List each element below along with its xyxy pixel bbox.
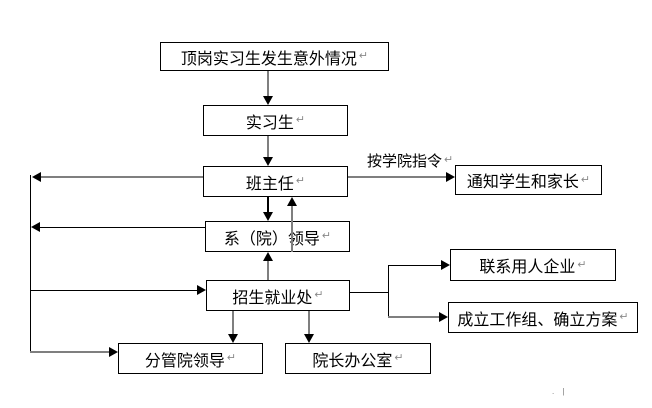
left-rail-line (30, 175, 31, 352)
arrowhead-down-icon (263, 96, 273, 105)
node-vp: 分管院领导↵ (118, 343, 263, 374)
node-notify: 通知学生和家长↵ (455, 165, 602, 195)
node-office-label: 院长办公室 (312, 352, 393, 370)
edge-admissions-branch-stem (350, 292, 388, 293)
node-intern-label: 实习生 (245, 114, 294, 132)
return-mark-icon: ↵ (577, 258, 587, 271)
return-mark-icon: ↵ (394, 352, 404, 364)
edge-branch-to-contact (388, 265, 441, 266)
return-mark-icon: ↵ (295, 175, 306, 187)
arrowhead-right-icon (439, 312, 448, 322)
edge-left-rail-to-admissions (30, 290, 197, 291)
edge-label-instruction-text: 按学院指令 (367, 153, 443, 170)
arrowhead-left-icon (32, 172, 41, 182)
node-office: 院长办公室↵ (285, 343, 431, 374)
return-mark-icon: ↵ (580, 173, 591, 186)
edge-dept-to-left-rail (40, 227, 205, 228)
edge-left-rail-to-vp (30, 351, 109, 353)
return-mark-icon: ↵ (295, 114, 306, 126)
arrowhead-right-icon (441, 260, 450, 270)
node-teacher-label: 班主任 (245, 175, 294, 193)
edge-dept-to-teacher (291, 205, 293, 252)
node-admissions: 招生就业处↵ (206, 280, 350, 311)
arrowhead-left-icon (31, 222, 40, 232)
stray-mark: . | (552, 387, 568, 396)
arrowhead-right-icon (446, 172, 455, 182)
arrowhead-right-icon (197, 285, 206, 295)
node-contact-label: 联系用人企业 (479, 259, 576, 276)
return-mark-icon: ↵ (226, 352, 237, 364)
return-mark-icon: ↵ (314, 289, 324, 301)
edge-branch-to-workgroup (388, 316, 439, 318)
return-mark-icon: ↵ (444, 154, 454, 166)
edge-admissions-to-dept (267, 260, 269, 280)
edge-admissions-to-vp (232, 311, 234, 334)
node-contact: 联系用人企业↵ (450, 249, 616, 281)
arrowhead-down-icon (228, 334, 238, 343)
edge-intern-to-teacher (267, 136, 269, 157)
return-mark-icon: ↵ (619, 311, 629, 323)
edge-admissions-to-office (308, 311, 310, 334)
return-mark-icon: ↵ (321, 230, 332, 242)
edge-teacher-to-dept (267, 197, 269, 212)
return-mark-icon: ↵ (358, 50, 369, 62)
node-incident-label: 顶岗实习生发生意外情况 (180, 50, 357, 68)
node-workgroup-label: 成立工作组、确立方案 (457, 311, 618, 329)
arrowhead-down-icon (304, 334, 314, 343)
arrowhead-up-icon (263, 252, 273, 261)
node-teacher: 班主任↵ (203, 166, 348, 197)
node-dept-label: 系（院）领导 (223, 230, 320, 248)
node-vp-label: 分管院领导 (144, 352, 225, 370)
node-workgroup: 成立工作组、确立方案↵ (448, 302, 638, 333)
node-admissions-label: 招生就业处 (232, 289, 313, 307)
edge-label-instruction: 按学院指令↵ (367, 150, 453, 171)
arrowhead-up-icon (287, 197, 297, 206)
arrowhead-right-icon (109, 347, 118, 357)
edge-teacher-to-notify (348, 176, 446, 178)
arrowhead-down-icon (263, 212, 273, 221)
edge-teacher-to-left-rail (41, 176, 203, 178)
arrowhead-down-icon (263, 157, 273, 166)
branch-vertical-line (388, 265, 389, 318)
edge-incident-to-intern (267, 71, 269, 96)
node-incident: 顶岗实习生发生意外情况↵ (160, 42, 389, 71)
node-dept: 系（院）领导↵ (205, 221, 350, 252)
node-intern: 实习生↵ (203, 105, 348, 136)
node-notify-label: 通知学生和家长 (466, 174, 579, 191)
